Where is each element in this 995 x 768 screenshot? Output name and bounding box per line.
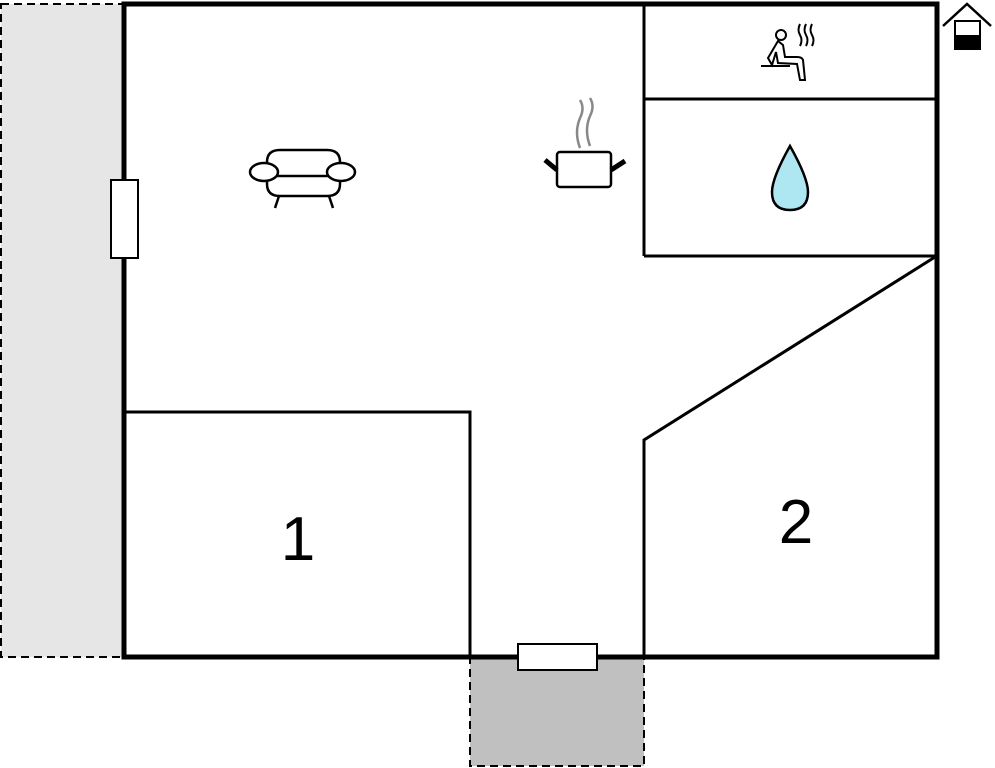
entrance-area [469, 656, 645, 767]
sauna-icon [761, 23, 815, 81]
house-floor-icon [942, 2, 992, 50]
outer-wall [121, 1, 940, 660]
room-1-wall [124, 410, 472, 657]
cooking-pot-icon [543, 97, 627, 189]
room-1-label: 1 [281, 505, 315, 574]
window [110, 179, 139, 259]
water-drop-icon [770, 143, 810, 212]
entrance-door [517, 643, 598, 671]
room-2-wall [642, 255, 936, 657]
sofa-icon [248, 148, 357, 209]
terrace-area [0, 3, 125, 658]
room-2-label: 2 [779, 488, 813, 557]
